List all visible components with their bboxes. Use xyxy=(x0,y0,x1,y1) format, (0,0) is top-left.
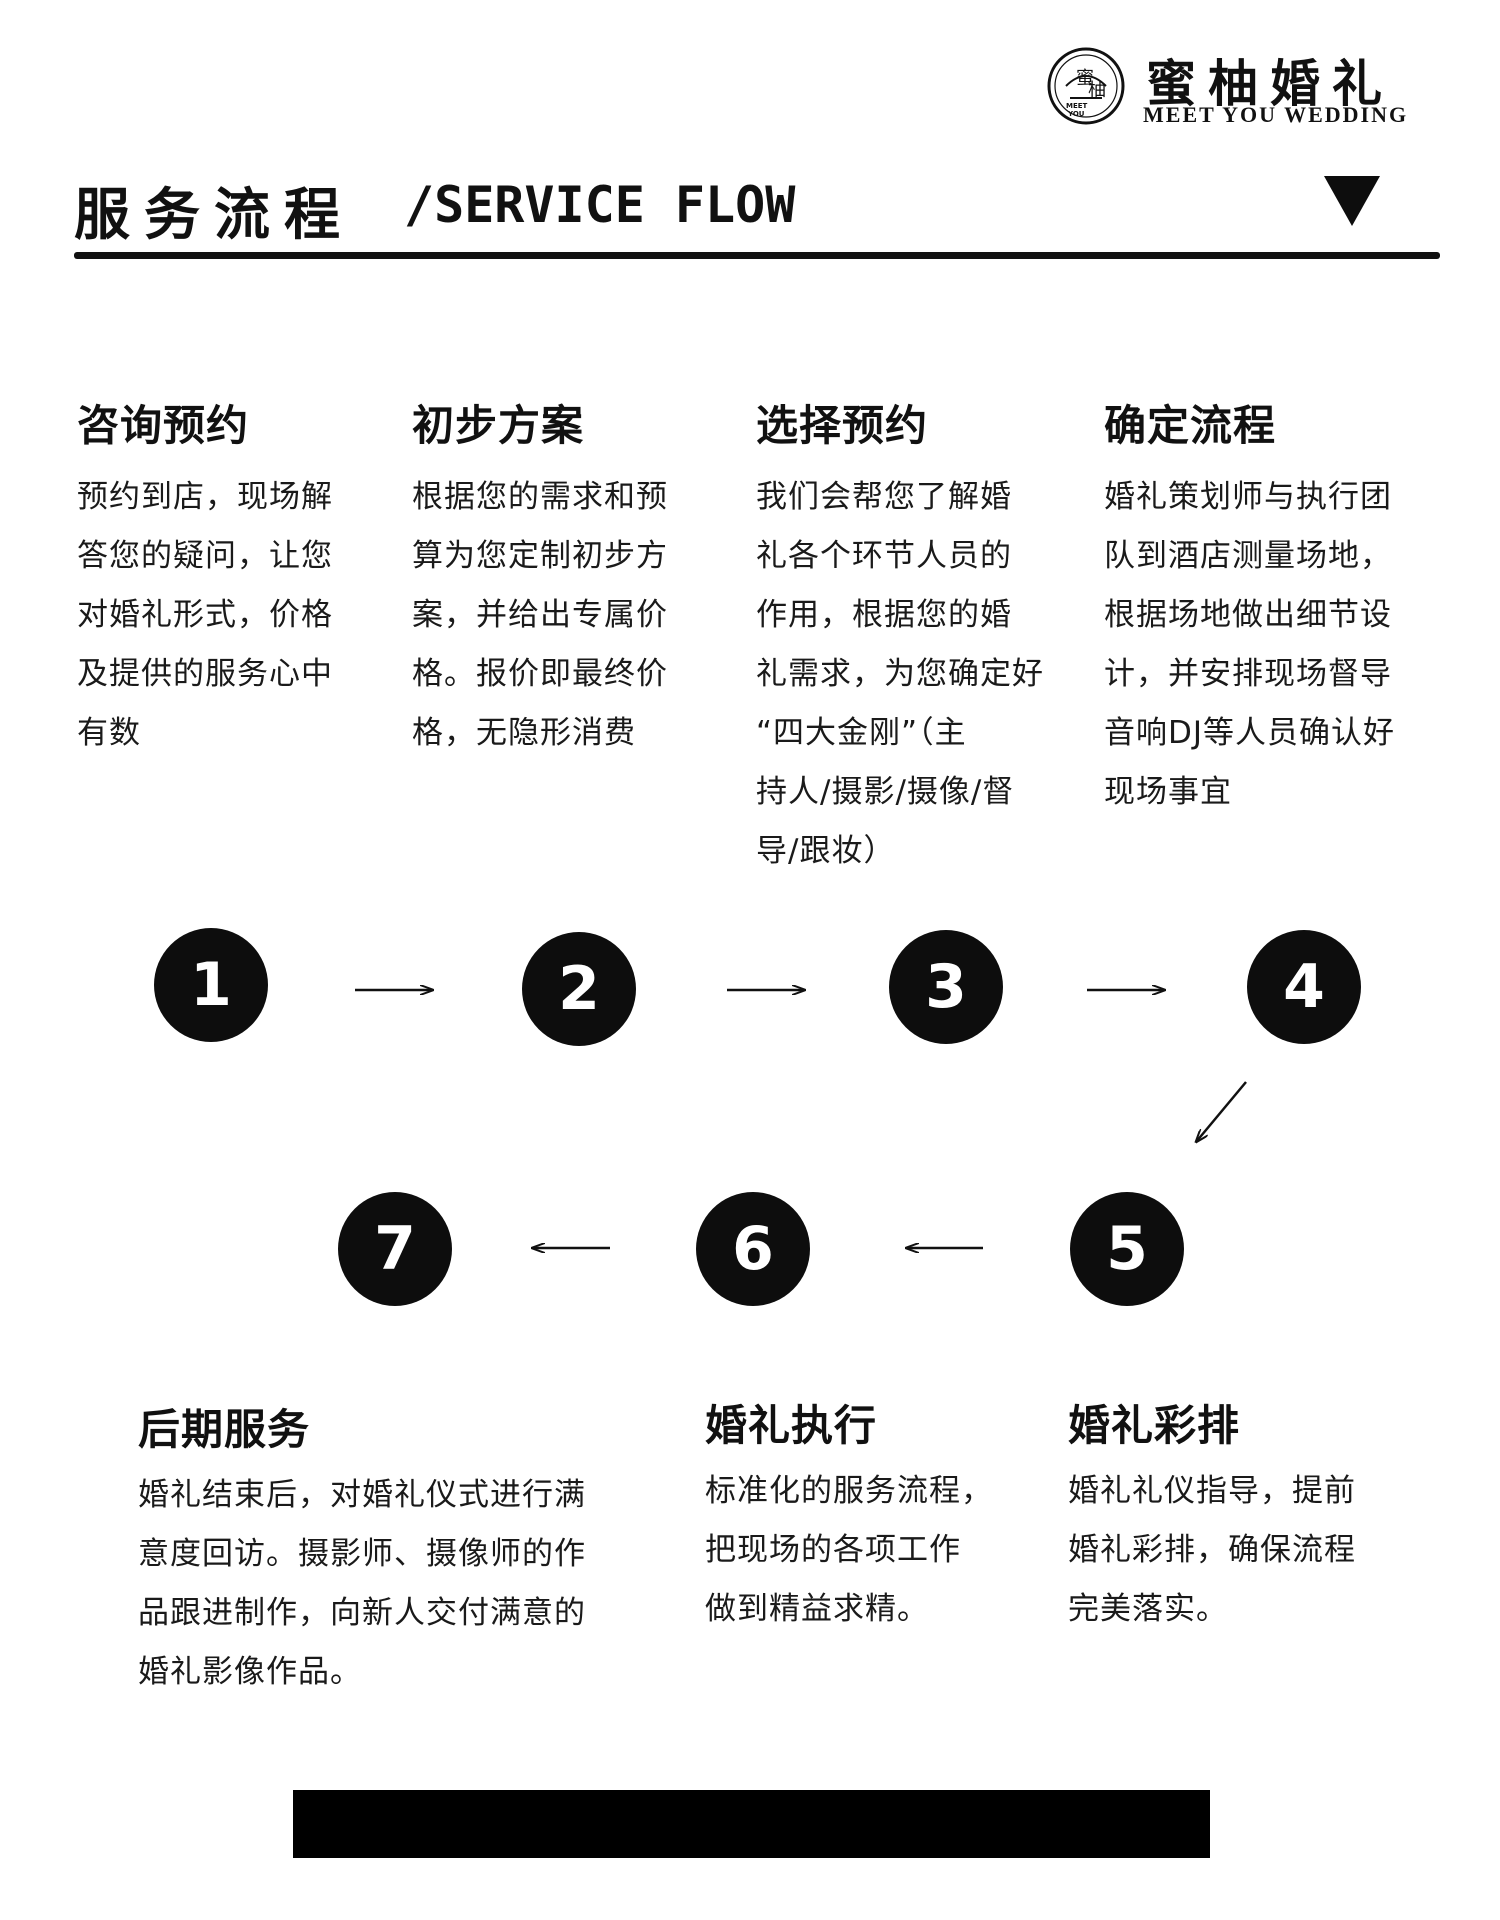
step-4-circle: 4 xyxy=(1247,930,1361,1044)
svg-text:柚: 柚 xyxy=(1088,80,1106,101)
step-6-circle: 6 xyxy=(696,1192,810,1306)
svg-text:YOU: YOU xyxy=(1067,110,1085,118)
header-divider xyxy=(74,252,1440,259)
step-2-title: 初步方案 xyxy=(412,401,585,450)
step-7-title: 后期服务 xyxy=(138,1405,311,1454)
step-7-desc: 婚礼结束后，对婚礼仪式进行满 意度回访。摄影师、摄像师的作 品跟进制作，向新人交… xyxy=(138,1477,586,1690)
svg-text:MEET: MEET xyxy=(1066,102,1088,110)
step-5-circle: 5 xyxy=(1070,1192,1184,1306)
step-3-title: 选择预约 xyxy=(756,401,929,450)
footer-bar xyxy=(293,1790,1210,1858)
step-4-title: 确定流程 xyxy=(1104,401,1277,450)
section-title-cn: 服务流程 xyxy=(74,183,354,248)
logo-seal: 蜜 柚 MEET YOU xyxy=(1046,46,1126,126)
step-6-title: 婚礼执行 xyxy=(705,1401,878,1450)
triangle-down-icon xyxy=(1322,174,1382,228)
step-1-circle: 1 xyxy=(154,928,268,1042)
step-6-desc: 标准化的服务流程， 把现场的各项工作 做到精益求精。 xyxy=(705,1473,993,1627)
step-5-desc: 婚礼礼仪指导，提前 婚礼彩排，确保流程 完美落实。 xyxy=(1068,1473,1356,1627)
svg-text:蜜: 蜜 xyxy=(1076,68,1094,89)
step-5-title: 婚礼彩排 xyxy=(1068,1401,1241,1450)
brand-name-en: MEET YOU WEDDING xyxy=(1143,102,1409,127)
brand-name-cn: 蜜柚婚礼 xyxy=(1146,54,1394,113)
section-title-en: /SERVICE FLOW xyxy=(404,176,796,234)
step-2-circle: 2 xyxy=(522,932,636,1046)
step-3-circle: 3 xyxy=(889,930,1003,1044)
step-2-desc: 根据您的需求和预 算为您定制初步方 案，并给出专属价 格。报价即最终价 格，无隐… xyxy=(412,479,668,751)
step-1-desc: 预约到店，现场解 答您的疑问，让您 对婚礼形式，价格 及提供的服务心中 有数 xyxy=(77,479,333,751)
step-3-desc: 我们会帮您了解婚 礼各个环节人员的 作用，根据您的婚 礼需求，为您确定好 “四大… xyxy=(756,479,1044,869)
step-4-desc: 婚礼策划师与执行团 队到酒店测量场地， 根据场地做出细节设 计，并安排现场督导 … xyxy=(1104,479,1396,810)
arrow-4-to-5 xyxy=(1196,1081,1247,1142)
step-1-title: 咨询预约 xyxy=(77,401,250,450)
step-7-circle: 7 xyxy=(338,1192,452,1306)
